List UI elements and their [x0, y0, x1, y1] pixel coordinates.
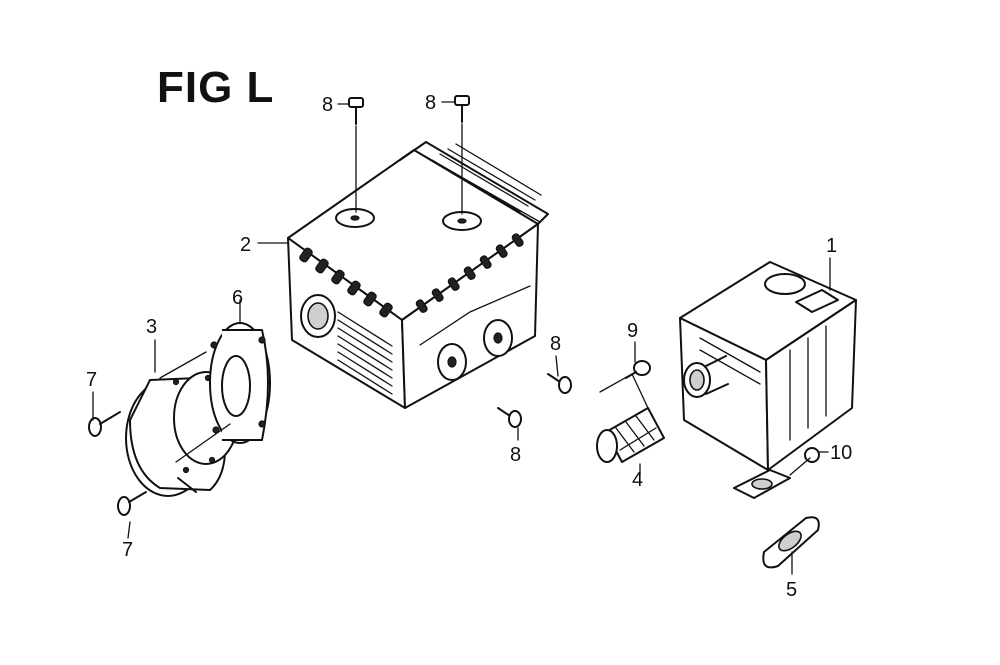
callout-8-top-left: 8	[322, 94, 333, 116]
bolt-8c	[547, 373, 572, 394]
muffler-protector	[287, 141, 549, 409]
callout-7-upper: 7	[86, 369, 97, 391]
callout-8-side-right: 8	[550, 333, 561, 355]
exhaust-gasket	[762, 516, 820, 569]
bolt-8b	[454, 95, 470, 123]
callout-8-side-lower: 8	[510, 444, 521, 466]
callout-5: 5	[786, 579, 797, 601]
gasket-ring	[209, 322, 271, 444]
bolt-8a	[348, 97, 364, 125]
spark-arrester	[596, 407, 665, 463]
callout-4: 4	[632, 469, 643, 491]
callout-9: 9	[627, 320, 638, 342]
figure-title: FIG L	[157, 63, 275, 112]
screw-7b	[117, 491, 147, 516]
callout-7-lower: 7	[122, 539, 133, 561]
screw-7a	[88, 411, 121, 437]
callout-3: 3	[146, 316, 157, 338]
muffler	[679, 261, 857, 499]
callout-6: 6	[232, 287, 243, 309]
leader-lines	[92, 101, 831, 575]
callout-10: 10	[830, 442, 852, 464]
bolt-8d	[497, 407, 522, 428]
callout-1: 1	[826, 235, 837, 257]
callout-2: 2	[240, 234, 251, 256]
callout-8-top-right: 8	[425, 92, 436, 114]
